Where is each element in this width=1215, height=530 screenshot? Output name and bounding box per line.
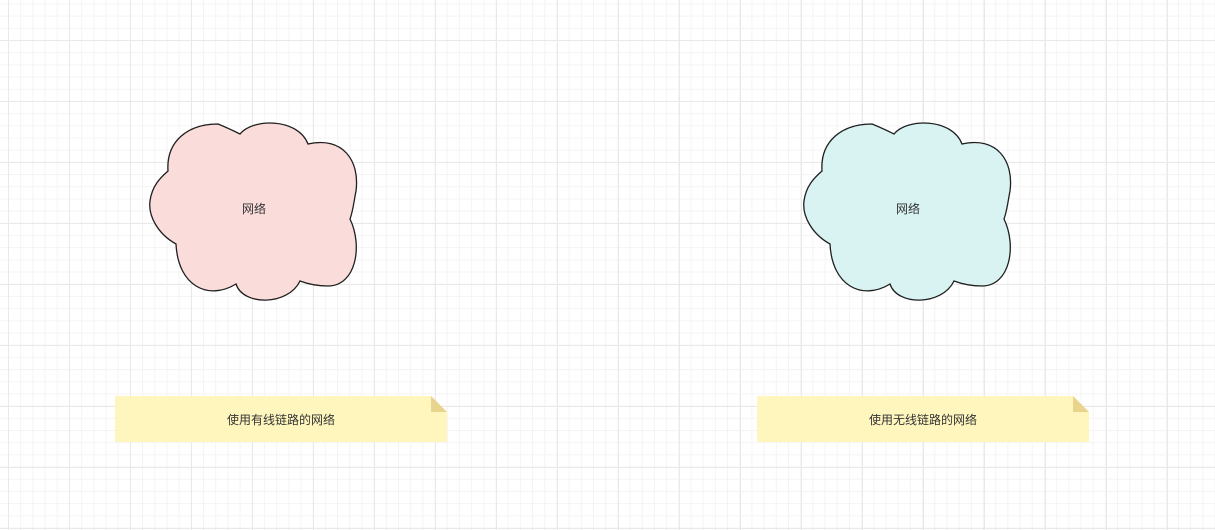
note-wired-network[interactable]: 使用有线链路的网络 bbox=[115, 396, 447, 442]
note-shape bbox=[115, 396, 447, 442]
cloud-label: 网络 bbox=[895, 202, 920, 216]
cloud-shape bbox=[149, 122, 358, 301]
note-label: 使用有线链路的网络 bbox=[226, 412, 335, 427]
note-label: 使用无线链路的网络 bbox=[868, 412, 977, 427]
note-body bbox=[757, 396, 1089, 442]
note-fold bbox=[1073, 396, 1089, 412]
note-body bbox=[115, 396, 447, 442]
note-shape bbox=[757, 396, 1089, 442]
cloud-outline bbox=[803, 122, 1012, 301]
cloud-label: 网络 bbox=[241, 202, 266, 216]
cloud-shape bbox=[803, 122, 1012, 301]
cloud-outline bbox=[149, 122, 358, 301]
note-fold bbox=[431, 396, 447, 412]
cloud-wireless-network[interactable]: 网络 bbox=[802, 116, 1014, 302]
cloud-wired-network[interactable]: 网络 bbox=[148, 116, 360, 302]
note-wireless-network[interactable]: 使用无线链路的网络 bbox=[757, 396, 1089, 442]
